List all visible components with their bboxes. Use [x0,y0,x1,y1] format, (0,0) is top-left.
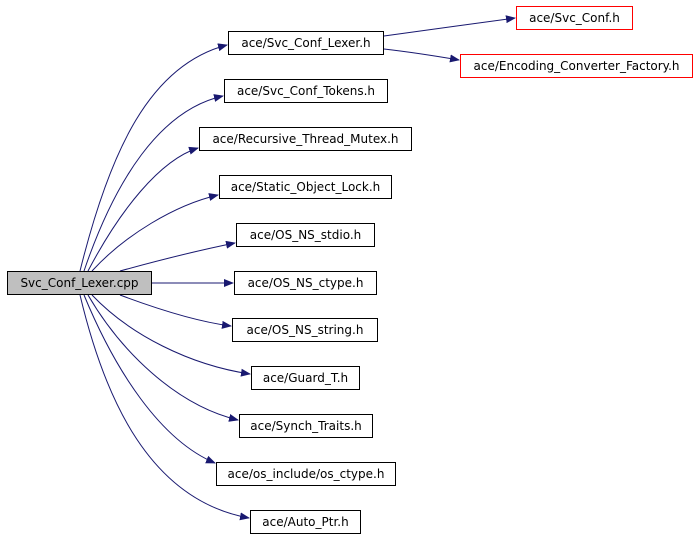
root-file-node[interactable]: Svc_Conf_Lexer.cpp [7,271,152,295]
include-node-os-ns-stdio[interactable]: ace/OS_NS_stdio.h [236,223,375,247]
include-node-label: ace/Static_Object_Lock.h [230,180,381,194]
include-node-os-ns-ctype[interactable]: ace/OS_NS_ctype.h [234,271,377,295]
include-node-svc-conf-tokens[interactable]: ace/Svc_Conf_Tokens.h [224,79,388,103]
include-node-label: ace/Svc_Conf.h [529,11,620,25]
include-node-label: ace/Svc_Conf_Tokens.h [236,84,376,98]
include-node-synch-traits[interactable]: ace/Synch_Traits.h [239,414,373,438]
edge-root-to-n10 [83,294,216,464]
edge-root-to-n8 [91,294,251,377]
edge-root-to-n3 [87,146,199,272]
include-node-label: ace/Auto_Ptr.h [262,515,349,529]
include-node-label: ace/Encoding_Converter_Factory.h [473,59,680,73]
edge-root-to-n4 [91,193,219,272]
include-node-label: ace/Synch_Traits.h [250,419,362,433]
include-node-static-object-lock[interactable]: ace/Static_Object_Lock.h [219,175,392,199]
edge-n1-to-n13 [383,48,460,63]
include-node-label: ace/OS_NS_stdio.h [249,228,362,242]
edge-root-to-n7 [119,294,232,329]
include-node-os-ns-string[interactable]: ace/OS_NS_string.h [232,318,378,342]
include-node-recursive-thread-mutex[interactable]: ace/Recursive_Thread_Mutex.h [199,127,412,151]
edge-root-to-n11 [79,294,250,521]
include-node-label: ace/OS_NS_ctype.h [247,276,364,290]
include-node-label: ace/Recursive_Thread_Mutex.h [212,132,399,146]
include-node-encoding-converter-factory[interactable]: ace/Encoding_Converter_Factory.h [460,54,693,78]
include-node-label: ace/Guard_T.h [262,371,349,385]
edge-root-to-n9 [87,294,239,422]
edge-n1-to-n12 [383,15,516,37]
edge-root-to-n5 [119,240,236,272]
edge-root-to-n2 [83,94,224,272]
edge-root-to-n1 [79,43,228,272]
include-node-label: ace/os_include/os_ctype.h [227,467,385,481]
include-node-guard-t[interactable]: ace/Guard_T.h [251,366,360,390]
root-file-label: Svc_Conf_Lexer.cpp [20,276,139,290]
include-node-os-include-os-ctype[interactable]: ace/os_include/os_ctype.h [216,462,396,486]
include-node-svc-conf[interactable]: ace/Svc_Conf.h [516,6,633,30]
include-node-svc-conf-lexer[interactable]: ace/Svc_Conf_Lexer.h [228,31,384,55]
include-node-label: ace/OS_NS_string.h [246,323,364,337]
include-node-auto-ptr[interactable]: ace/Auto_Ptr.h [250,510,361,534]
include-node-label: ace/Svc_Conf_Lexer.h [241,36,371,50]
